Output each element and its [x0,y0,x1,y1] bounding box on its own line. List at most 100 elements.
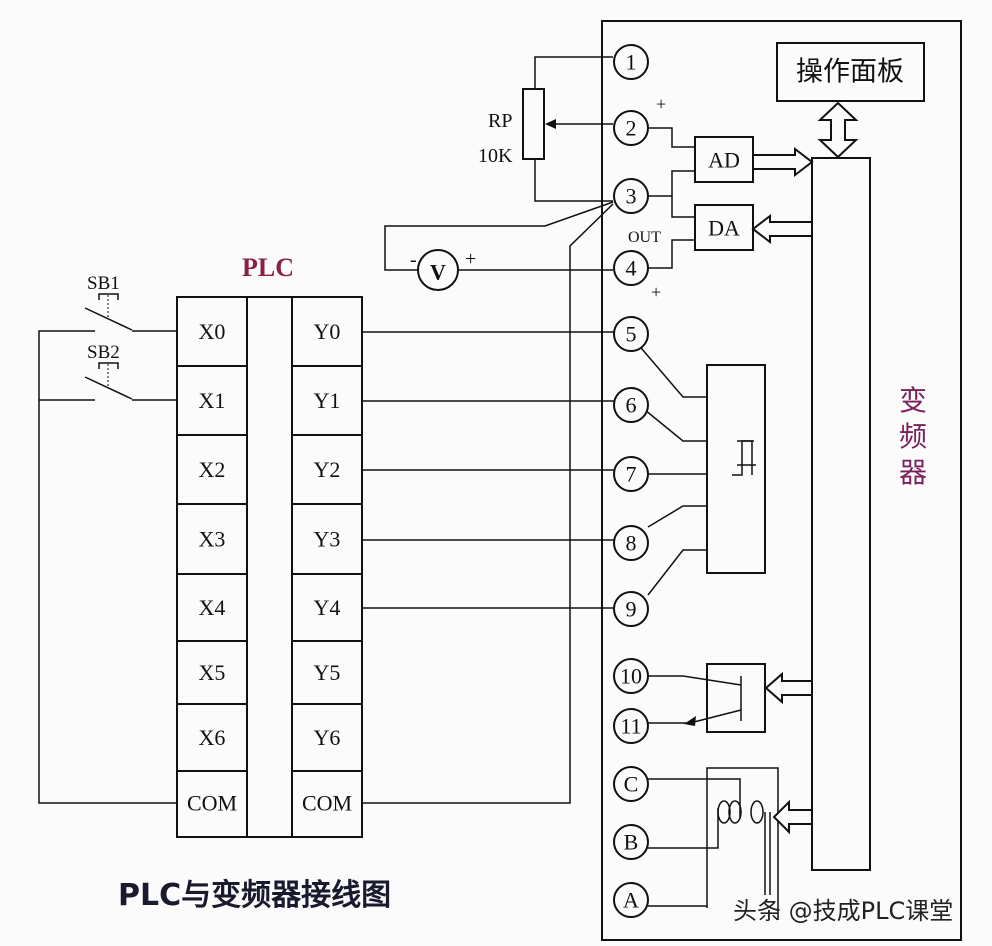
plc-input-label-com: COM [187,791,237,816]
plc-output-cell [291,640,363,705]
voltmeter [417,249,459,291]
rp-label: RP [488,110,512,132]
plc-input-label-x4: X4 [199,595,226,620]
multispeed-input-block [706,364,766,574]
terminal-1-label: 1 [626,50,637,75]
terminal-4-label: 4 [626,256,637,281]
sb1-contact [84,307,133,331]
ad-converter-box [694,136,754,183]
plc-output-label-com: COM [302,791,352,816]
bus-to-abc-arrow-icon [772,799,813,835]
plc-output-label-y3: Y3 [314,527,341,552]
relay-output-block [706,663,766,733]
plc-center-strip [246,296,293,838]
terminal-5 [613,316,649,352]
wire-relay-t11 [689,709,742,724]
wire-rp-t3 [534,159,613,202]
wire-t2-ad [644,127,695,148]
wiper-arrow-icon [545,119,556,129]
wire-t4-da [644,239,695,269]
relay-arrow-icon [684,716,696,726]
inverter-title-char-1: 变 [899,384,927,417]
inverter-frame [601,20,962,941]
terminal-2-label: 2 [626,116,637,141]
wire-t3-voltmeter [384,201,614,271]
coil-loop-1-icon [717,800,731,824]
da-label: DA [708,216,740,241]
ad-label: AD [708,148,740,173]
operation-panel-label: 操作面板 [796,57,904,88]
sb1-label: SB1 [87,273,120,294]
inverter-bus-box [811,157,871,871]
terminal-2 [613,110,649,146]
terminal-9-label: 9 [626,597,637,622]
terminal-3 [613,178,649,214]
relay-abc-frame [706,767,779,920]
plc-output-label-y6: Y6 [314,725,341,750]
plc-output-label-y5: Y5 [314,660,341,685]
plc-output-label-y0: Y0 [314,319,341,344]
wire-tb-relay [648,808,719,849]
plc-input-label-x2: X2 [199,457,226,482]
inverter-title-char-3: 器 [899,456,927,489]
ad-to-bus-arrow-icon [752,146,814,178]
terminal-6 [613,387,649,423]
out-label: OUT [628,229,661,246]
coil-loop-3-icon [750,800,764,824]
terminal-7-label: 7 [626,462,637,487]
wire-t6-block [644,409,707,442]
terminal-a-label: A [623,888,639,913]
potentiometer-rp [522,88,545,160]
terminal-10 [613,658,649,694]
terminal-b [613,824,649,860]
plc-output-label-y1: Y1 [314,388,341,413]
bus-to-relay-arrow-icon [764,671,813,705]
switch-sb1: SB1 [84,273,133,331]
plc-input-cell [176,434,248,505]
plc-input-cell [176,296,248,367]
plc-input-cell [176,365,248,436]
rp-value: 10K [478,145,513,167]
plc-input-label-x3: X3 [199,527,226,552]
coil-loop-2-icon [728,800,742,824]
sb2-label: SB2 [87,342,120,363]
inverter-title-char-2: 频 [899,420,927,453]
terminal-3-label: 3 [626,184,637,209]
voltmeter-plus: + [465,248,476,270]
plc-input-cell [176,503,248,575]
terminal-6-label: 6 [626,393,637,418]
terminal-10-label: 10 [620,664,642,689]
wire-xcom-loop [38,330,177,804]
terminal-8-label: 8 [626,531,637,556]
sb1-pushbutton-icon [98,293,119,300]
terminal-c-label: C [624,772,639,797]
operation-panel-box [776,42,925,102]
terminal-9 [613,591,649,627]
wire-t10-relay [648,675,742,686]
plc-output-label-y4: Y4 [314,595,341,620]
plus-sign-ad: + [656,94,666,114]
plc-output-label-y2: Y2 [314,457,341,482]
diagram-caption: PLC与变频器接线图 [118,878,391,913]
sb2-contact [84,376,133,400]
wire-t9-block [647,549,707,596]
terminal-1 [613,44,649,80]
da-converter-box [694,204,754,251]
sb2-pushbutton-icon [98,362,119,369]
wire-t8-block [647,505,707,528]
terminal-11-label: 11 [620,714,641,739]
plc-output-cell [291,703,363,772]
wire-t3-da [671,196,695,218]
voltmeter-symbol: V [430,260,446,285]
watermark: 头条 @技成PLC课堂 [733,897,953,925]
plc-title: PLC [242,253,294,282]
plc-input-cell [176,770,248,838]
terminal-7 [613,456,649,492]
wire-t5-block [635,341,707,398]
terminal-5-label: 5 [626,322,637,347]
plc-input-label-x0: X0 [199,319,226,344]
bus-to-da-arrow-icon [751,213,813,245]
